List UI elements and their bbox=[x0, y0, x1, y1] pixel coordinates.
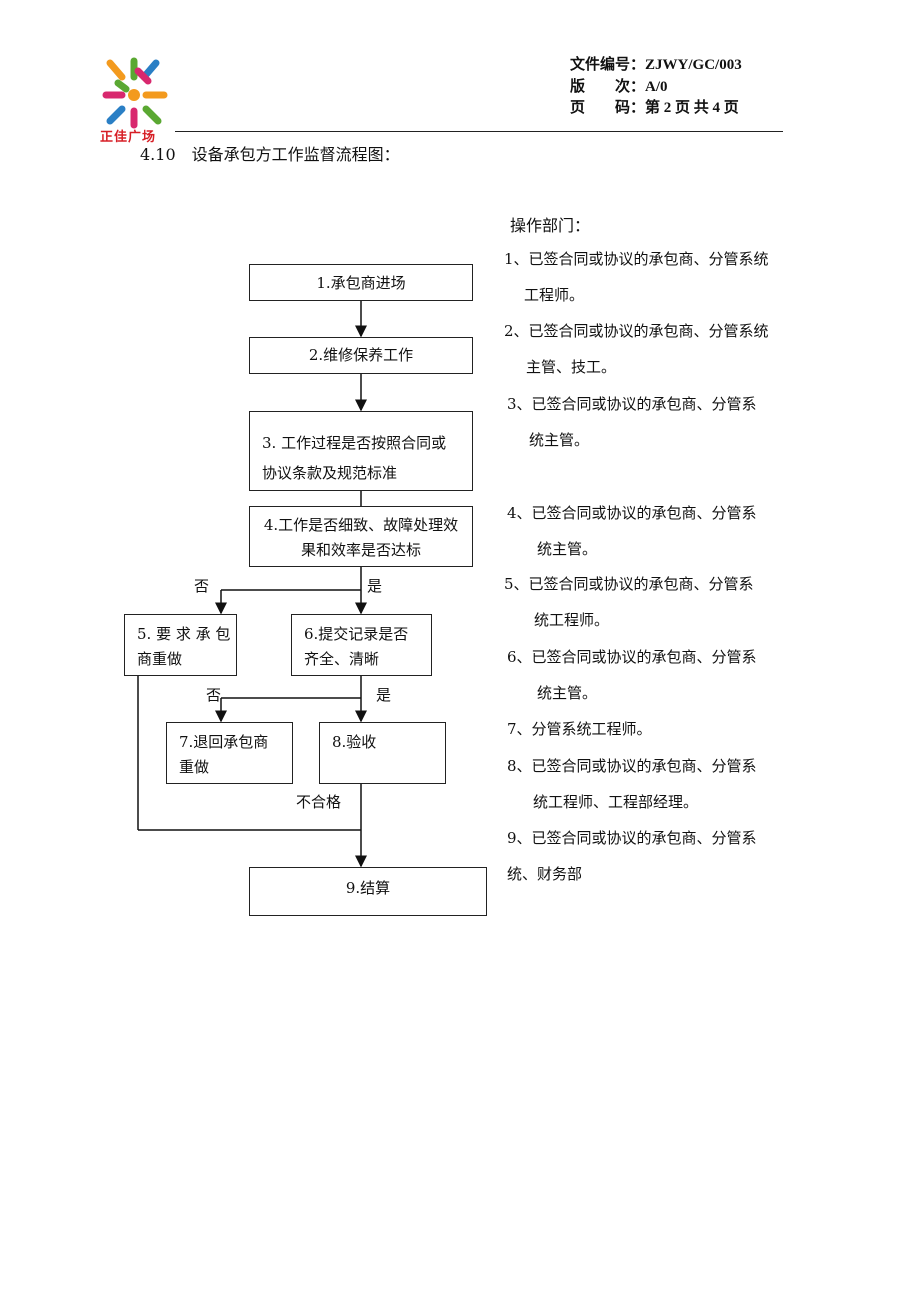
step-7-line-1: 7.退回承包商 bbox=[179, 733, 269, 751]
step-1-box: 1.承包商进场 bbox=[249, 264, 473, 301]
step-4-line-2: 果和效率是否达标 bbox=[300, 541, 421, 559]
department-8-line-1: 8、已签合同或协议的承包商、分管系 bbox=[507, 757, 757, 775]
department-5-line-2: 统工程师。 bbox=[534, 611, 610, 629]
company-logo bbox=[98, 55, 178, 145]
step-5-line-1: 5. 要 求 承 包 bbox=[137, 625, 231, 643]
step-8-text: 8.验收 bbox=[332, 733, 377, 751]
branch-label-fail: 不合格 bbox=[296, 793, 342, 811]
file-number-label: 文件编号： bbox=[570, 57, 646, 73]
page-label: 页 码： bbox=[570, 100, 646, 116]
department-8: 8、已签合同或协议的承包商、分管系 统工程师、工程部经理。 bbox=[507, 748, 757, 820]
step-7-line-2: 重做 bbox=[179, 758, 210, 776]
department-4: 4、已签合同或协议的承包商、分管系 统主管。 bbox=[507, 495, 757, 567]
department-6-line-1: 6、已签合同或协议的承包商、分管系 bbox=[507, 648, 757, 666]
department-7-line-1: 7、分管系统工程师。 bbox=[507, 720, 652, 738]
department-1: 1、已签合同或协议的承包商、分管系统 工程师。 bbox=[504, 241, 769, 313]
step-3-box: 3. 工作过程是否按照合同或 协议条款及规范标准 bbox=[249, 411, 473, 491]
version-line: 版 次：A/0 bbox=[570, 75, 668, 96]
branch-label-yes-1: 是 bbox=[367, 577, 383, 595]
section-title: 4.10 设备承包方工作监督流程图： bbox=[140, 145, 400, 164]
step-6-line-1: 6.提交记录是否 bbox=[304, 625, 409, 643]
department-9: 9、已签合同或协议的承包商、分管系 统、财务部 bbox=[507, 820, 757, 892]
department-5: 5、已签合同或协议的承包商、分管系 统工程师。 bbox=[504, 566, 754, 638]
department-3-line-1: 3、已签合同或协议的承包商、分管系 bbox=[507, 395, 757, 413]
department-2: 2、已签合同或协议的承包商、分管系统 主管、技工。 bbox=[504, 313, 769, 385]
department-1-line-2: 工程师。 bbox=[524, 286, 585, 304]
department-1-line-1: 1、已签合同或协议的承包商、分管系统 bbox=[504, 250, 769, 268]
department-6: 6、已签合同或协议的承包商、分管系 统主管。 bbox=[507, 639, 757, 711]
department-2-line-2: 主管、技工。 bbox=[526, 358, 617, 376]
department-9-line-2: 统、财务部 bbox=[507, 865, 583, 883]
file-number-line: 文件编号：ZJWY/GC/003 bbox=[570, 53, 742, 74]
version-label: 版 次： bbox=[570, 79, 646, 95]
department-4-line-1: 4、已签合同或协议的承包商、分管系 bbox=[507, 504, 757, 522]
branch-label-no-2: 否 bbox=[206, 686, 222, 704]
step-6-line-2: 齐全、清晰 bbox=[304, 650, 380, 668]
department-5-line-1: 5、已签合同或协议的承包商、分管系 bbox=[504, 575, 754, 593]
page-line: 页 码：第 2 页 共 4 页 bbox=[570, 96, 739, 117]
department-9-line-1: 9、已签合同或协议的承包商、分管系 bbox=[507, 829, 757, 847]
branch-label-no-1: 否 bbox=[194, 577, 210, 595]
page-value: 第 2 页 共 4 页 bbox=[645, 100, 739, 116]
step-5-box: 5. 要 求 承 包 商重做 bbox=[124, 614, 237, 676]
department-2-line-1: 2、已签合同或协议的承包商、分管系统 bbox=[504, 322, 769, 340]
step-1-text: 1.承包商进场 bbox=[316, 274, 406, 292]
step-4-line-1: 4.工作是否细致、故障处理效 bbox=[263, 516, 459, 534]
department-title: 操作部门： bbox=[510, 216, 591, 235]
step-4-box: 4.工作是否细致、故障处理效 果和效率是否达标 bbox=[249, 506, 473, 567]
branch-label-yes-2: 是 bbox=[376, 686, 392, 704]
step-9-box: 9.结算 bbox=[249, 867, 487, 916]
department-3-line-2: 统主管。 bbox=[529, 431, 590, 449]
department-7: 7、分管系统工程师。 bbox=[507, 711, 652, 747]
version-value: A/0 bbox=[645, 79, 668, 95]
step-3-line-1: 3. 工作过程是否按照合同或 bbox=[262, 434, 447, 452]
file-number-value: ZJWY/GC/003 bbox=[645, 57, 742, 73]
department-3: 3、已签合同或协议的承包商、分管系 统主管。 bbox=[507, 386, 757, 458]
step-6-box: 6.提交记录是否 齐全、清晰 bbox=[291, 614, 432, 676]
logo-text: 正佳广场 bbox=[100, 130, 157, 145]
step-7-box: 7.退回承包商 重做 bbox=[166, 722, 293, 784]
department-8-line-2: 统工程师、工程部经理。 bbox=[533, 793, 699, 811]
step-2-box: 2.维修保养工作 bbox=[249, 337, 473, 374]
department-4-line-2: 统主管。 bbox=[537, 540, 598, 558]
header-rule bbox=[175, 131, 783, 132]
step-5-line-2: 商重做 bbox=[137, 650, 183, 668]
step-3-line-2: 协议条款及规范标准 bbox=[262, 464, 398, 482]
step-9-text: 9.结算 bbox=[345, 879, 391, 897]
step-2-text: 2.维修保养工作 bbox=[308, 346, 414, 364]
department-6-line-2: 统主管。 bbox=[537, 684, 598, 702]
step-8-box: 8.验收 bbox=[319, 722, 446, 784]
